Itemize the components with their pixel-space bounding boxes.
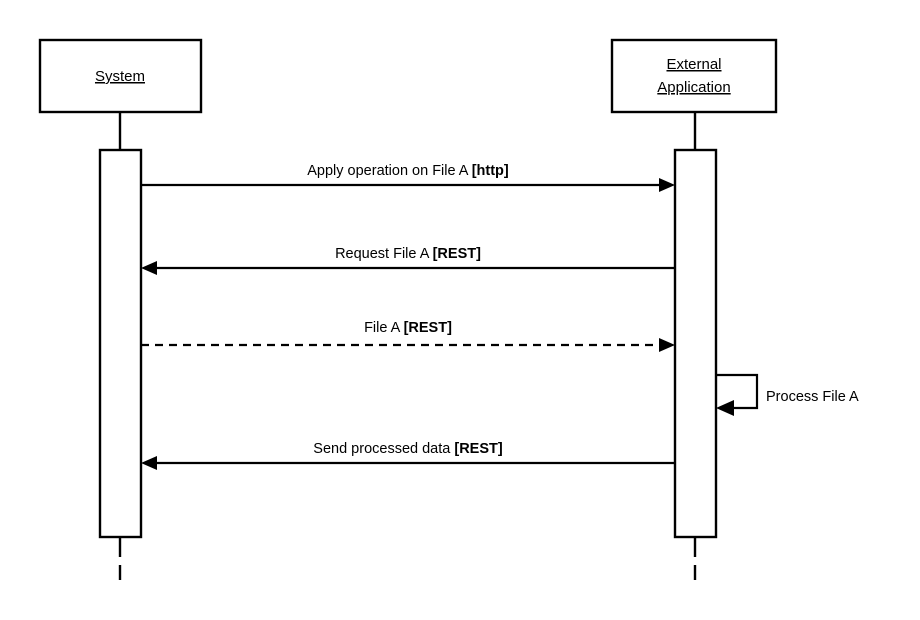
message-label-send-processed-data: Send processed data [REST] [313,441,503,457]
message-apply-operation[interactable]: Apply operation on File A [http] [141,163,675,192]
self-message-label-process-file: Process File A [766,389,859,405]
arrowhead-process-file [716,400,734,416]
participant-system[interactable]: System [38,38,203,114]
activation-bar-system[interactable] [98,148,143,539]
participant-box-external-application[interactable] [610,38,778,114]
self-message-line-process-file [716,373,759,410]
message-label-file-a: File A [REST] [364,320,452,336]
arrowhead-request-file [141,261,157,275]
arrowhead-apply-operation [659,178,675,192]
participant-box-system[interactable] [38,38,203,114]
message-request-file[interactable]: Request File A [REST] [141,246,675,275]
participant-label-external-application-line1: External [666,56,721,73]
message-label-apply-operation: Apply operation on File A [http] [307,163,509,179]
arrowhead-file-a [659,338,675,352]
arrowhead-send-processed-data [141,456,157,470]
message-send-processed-data[interactable]: Send processed data [REST] [141,441,675,470]
message-label-request-file: Request File A [REST] [335,246,481,262]
participant-label-system: System [95,68,145,85]
participant-external-application[interactable]: External Application [610,38,778,114]
self-message-process-file[interactable]: Process File A [716,373,859,416]
participant-label-external-application-line2: Application [657,79,730,96]
activation-bar-external-application[interactable] [673,148,718,539]
message-file-a[interactable]: File A [REST] [141,320,675,352]
